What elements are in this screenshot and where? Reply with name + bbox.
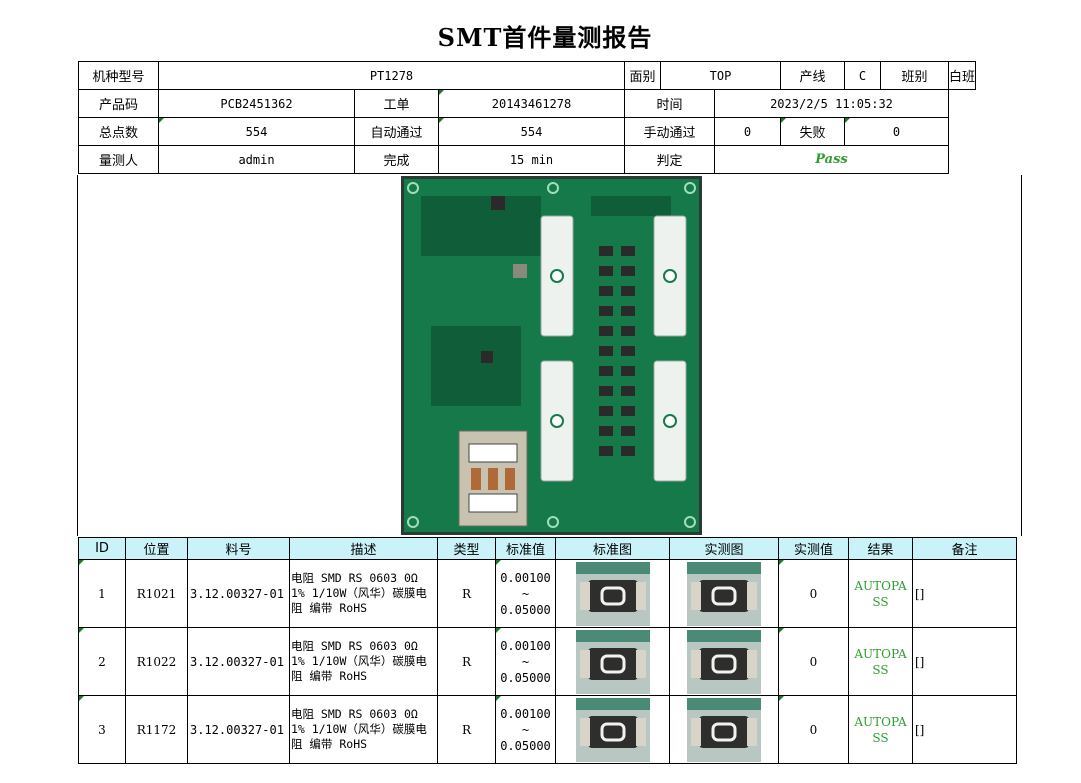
col-result: 结果 [848,537,913,560]
row-position: R1021 [125,559,188,628]
shift-value: 白班 [947,61,977,90]
std-separator: ~ [521,586,530,601]
col-measured-image: 实测图 [669,537,779,560]
verdict-label: 判定 [624,145,715,174]
col-note: 备注 [912,537,1017,560]
done-value: 15 min [438,145,625,174]
col-standard-value: 标准值 [495,537,556,560]
side-value: TOP [660,61,781,90]
report-header-table: 机种型号 PT1278 面别 TOP 产线 C 班别 白班 产品码 PCB245… [78,61,977,174]
row-note: [] [912,559,1017,628]
verdict-value: Pass [714,145,949,174]
row-type: R [437,695,496,764]
table-row: 1 R1021 3.12.00327-01 电阻 SMD RS 0603 0Ω … [78,559,1017,628]
col-type: 类型 [437,537,496,560]
report-title: SMT首件量测报告 [437,23,653,52]
line-value: C [844,61,881,90]
row-id: 2 [78,627,126,696]
row-result: AUTOPASS [848,695,913,764]
std-min: 0.00100 [500,570,551,585]
col-measured-value: 实测值 [778,537,849,560]
points-label: 总点数 [78,117,159,146]
table-header-row: ID 位置 料号 描述 类型 标准值 标准图 实测图 实测值 结果 备注 [78,537,1017,560]
auto-pass-value: 554 [438,117,625,146]
row-result: AUTOPASS [848,559,913,628]
inspector-value: admin [158,145,355,174]
row-measured-image [669,559,779,628]
fail-label: 失败 [780,117,845,146]
std-max: 0.05000 [500,738,551,753]
std-min: 0.00100 [500,638,551,653]
manual-pass-value: 0 [714,117,781,146]
row-standard-value: 0.00100 ~ 0.05000 [495,559,556,628]
row-measured-image [669,695,779,764]
row-description: 电阻 SMD RS 0603 0Ω 1% 1/10W（风华）碳膜电阻 编带 Ro… [289,627,438,696]
manual-pass-label: 手动通过 [624,117,715,146]
fail-value: 0 [844,117,949,146]
shift-label: 班别 [880,61,949,90]
row-measured-value: 0 [778,627,849,696]
row-position: R1022 [125,627,188,696]
resistor-thumbnail [575,697,650,762]
row-standard-image [555,627,670,696]
row-id: 3 [78,695,126,764]
col-id: ID [78,537,126,560]
row-part-no: 3.12.00327-01 [187,627,290,696]
resistor-thumbnail [687,561,761,626]
auto-pass-label: 自动通过 [354,117,439,146]
std-separator: ~ [521,722,530,737]
std-min: 0.00100 [500,706,551,721]
std-max: 0.05000 [500,602,551,617]
std-separator: ~ [521,654,530,669]
row-note: [] [912,695,1017,764]
model-value: PT1278 [158,61,625,90]
row-note: [] [912,627,1017,696]
row-standard-image [555,559,670,628]
line-label: 产线 [780,61,845,90]
product-label: 产品码 [78,89,159,118]
side-label: 面别 [624,61,661,90]
row-standard-value: 0.00100 ~ 0.05000 [495,695,556,764]
pcb-board-image [401,176,702,535]
row-result: AUTOPASS [848,627,913,696]
row-measured-value: 0 [778,695,849,764]
row-type: R [437,627,496,696]
board-image-area [77,175,1022,536]
row-standard-image [555,695,670,764]
col-description: 描述 [289,537,438,560]
time-label: 时间 [624,89,715,118]
table-row: 2 R1022 3.12.00327-01 电阻 SMD RS 0603 0Ω … [78,627,1017,696]
row-measured-value: 0 [778,559,849,628]
col-standard-image: 标准图 [555,537,670,560]
resistor-thumbnail [687,629,761,694]
row-measured-image [669,627,779,696]
row-description: 电阻 SMD RS 0603 0Ω 1% 1/10W（风华）碳膜电阻 编带 Ro… [289,559,438,628]
resistor-thumbnail [575,629,650,694]
col-part-no: 料号 [187,537,290,560]
col-position: 位置 [125,537,188,560]
inspector-label: 量测人 [78,145,159,174]
measurement-table: ID 位置 料号 描述 类型 标准值 标准图 实测图 实测值 结果 备注 1 R… [78,537,1017,764]
row-standard-value: 0.00100 ~ 0.05000 [495,627,556,696]
row-description: 电阻 SMD RS 0603 0Ω 1% 1/10W（风华）碳膜电阻 编带 Ro… [289,695,438,764]
resistor-thumbnail [575,561,650,626]
time-value: 2023/2/5 11:05:32 [714,89,949,118]
row-part-no: 3.12.00327-01 [187,559,290,628]
row-id: 1 [78,559,126,628]
resistor-thumbnail [687,697,761,762]
order-label: 工单 [354,89,439,118]
points-value: 554 [158,117,355,146]
row-type: R [437,559,496,628]
row-position: R1172 [125,695,188,764]
done-label: 完成 [354,145,439,174]
std-max: 0.05000 [500,670,551,685]
row-part-no: 3.12.00327-01 [187,695,290,764]
product-value: PCB2451362 [158,89,355,118]
model-label: 机种型号 [78,61,159,90]
order-value: 20143461278 [438,89,625,118]
table-row: 3 R1172 3.12.00327-01 电阻 SMD RS 0603 0Ω … [78,695,1017,764]
